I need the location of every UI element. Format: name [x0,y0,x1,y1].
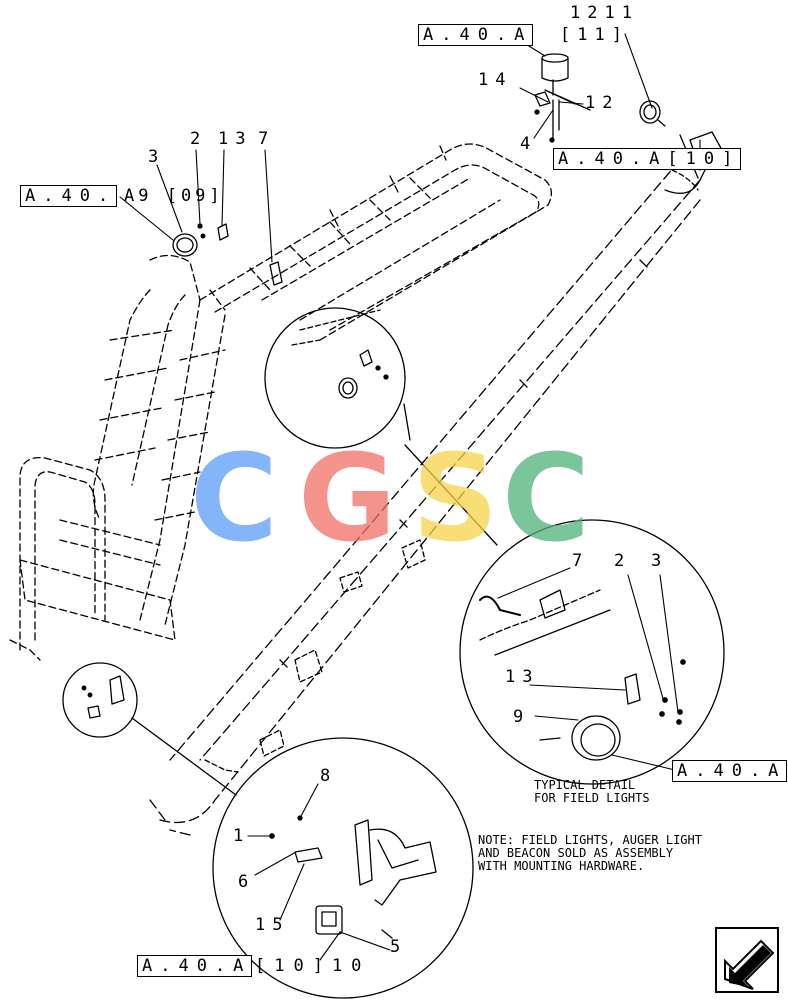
watermark-letter-c1: C [190,430,279,569]
detail-circle-upper [264,307,411,449]
detail-circle-field-light [404,444,725,785]
callout-4: 4 [520,134,538,154]
ref-box-detail-light[interactable]: A.40.A [672,760,788,782]
callout-1: 1 [233,826,251,846]
ref-bottom-suffix: [10]10 [255,956,371,976]
detail-circle-small [62,662,237,796]
ladder-handrail [92,254,226,626]
assembly-note: NOTE: FIELD LIGHTS, AUGER LIGHT AND BEAC… [478,833,702,873]
callout-9-detail: 9 [513,707,531,727]
callout-3-detail: 3 [651,551,669,571]
callout-13-detail: 13 [505,667,540,687]
callout-12: 12 [585,93,620,113]
ref-box-beacon[interactable]: A.40.A [418,24,534,46]
ref-box-auger-light[interactable]: A.40.A[10] [553,148,742,170]
callout-2-detail: 2 [614,551,632,571]
typical-detail-caption: TYPICAL DETAIL FOR FIELD LIGHTS [534,778,650,805]
watermark-letter-s: S [412,430,499,569]
watermark-letter-c2: C [502,430,591,569]
ref-box-bottom[interactable]: A.40.A [137,955,253,977]
beacon-assembly [534,53,591,143]
auger-light [639,100,666,127]
callout-13-top: 13 [218,129,253,149]
callout-14: 14 [478,70,513,90]
ref-box-left-light[interactable]: A.40. [20,185,118,207]
callout-7-detail: 7 [572,551,590,571]
ref-left-suffix: A9 [09] [124,186,224,206]
callout-8: 8 [320,766,338,786]
platform-frame [199,143,552,341]
callout-15: 15 [255,915,290,935]
lower-guard-rail [9,456,176,661]
watermark-letter-g: G [298,430,397,569]
left-field-light [172,223,283,286]
auger-boom [149,159,701,836]
detail-circle-bottom [212,737,474,999]
callout-6: 6 [238,872,256,892]
boom-brackets [204,539,426,773]
leader-lines [119,33,701,961]
callout-2-top: 2 [190,129,208,149]
callout-7-top: 7 [258,129,276,149]
arrow-down-left-icon[interactable] [715,927,779,993]
callout-1211: 1211 [570,3,639,23]
callout-5: 5 [390,937,408,957]
arrow-down-left-glyph [724,939,775,990]
ref-beacon-suffix: [11] [560,25,629,45]
callout-3-top: 3 [148,147,166,167]
